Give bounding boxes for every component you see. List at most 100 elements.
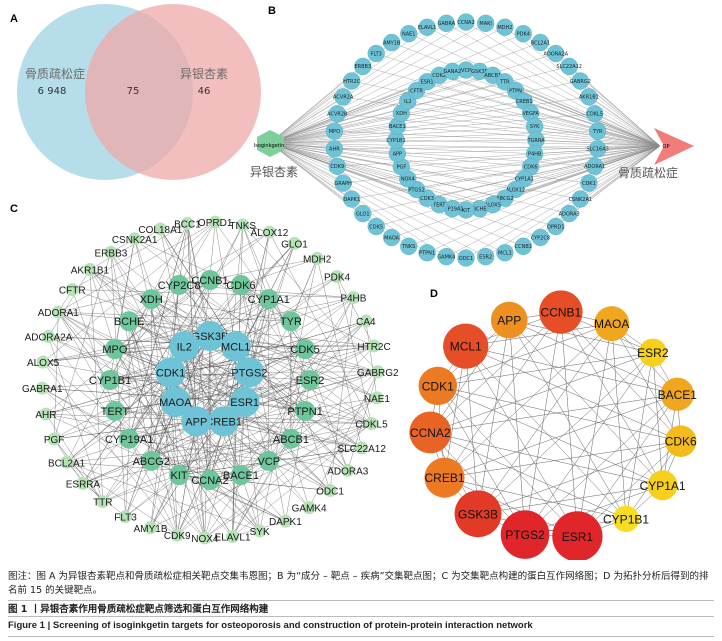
c-edge [89, 228, 161, 270]
b-node-ptpn1 [418, 244, 436, 262]
c-edge [45, 413, 348, 471]
b-node-label: CDK1 [582, 181, 596, 187]
c-node-label: AMY1B [134, 524, 168, 535]
c-node-label: SYK [250, 527, 270, 538]
c-edge [209, 243, 295, 337]
c-edge [249, 372, 348, 471]
c-edge [134, 238, 372, 424]
b-edge [439, 75, 661, 147]
c-node-label: ESR1 [230, 397, 259, 409]
c-node-label: OPRD1 [198, 218, 233, 229]
venn-circle-isoginkgetin [85, 4, 261, 180]
c-node-label: CDKL5 [355, 419, 388, 430]
b-node-label: BCL2A1 [531, 40, 550, 46]
b-edge [588, 96, 661, 147]
c-node-label: CDK6 [226, 280, 255, 292]
b-node-label: TYR [592, 129, 603, 135]
d-edge [509, 319, 678, 395]
d-edge [577, 323, 612, 537]
d-node-label: MAOA [594, 317, 629, 331]
b-node-mdh2 [496, 18, 514, 36]
d-edge [625, 352, 654, 519]
b-node-label: CSNK2A1 [569, 197, 592, 203]
c-node-tert [104, 400, 125, 421]
b-node-nae1 [400, 25, 418, 43]
c-node-abcb1 [280, 428, 301, 449]
b-node-label: CFTR [410, 88, 423, 94]
caption-rule [8, 600, 714, 601]
b-node-label: TERT [432, 202, 446, 208]
c-edge [240, 297, 354, 476]
d-edge [477, 440, 681, 515]
b-node-label: AKR1B1 [579, 95, 599, 101]
d-node-esr2 [638, 338, 667, 367]
b-node-label: ADORA2A [544, 51, 569, 57]
c-edge [114, 298, 269, 350]
panel-b-edges [269, 21, 661, 259]
c-node-ca4 [359, 314, 373, 328]
venn-right-label: 异银杏素 [180, 67, 228, 81]
b-edge [337, 113, 661, 147]
c-node-label: MAOA [159, 397, 192, 409]
b-node-akr1b1 [580, 88, 598, 106]
b-node-label: PDK4 [517, 31, 530, 37]
c-edge [72, 289, 354, 298]
c-node-ahr [39, 407, 53, 421]
c-node-esr2 [300, 370, 320, 390]
c-node-kit [169, 465, 190, 486]
b-node-cdk9 [328, 157, 346, 175]
d-edge [465, 346, 479, 514]
c-edge [179, 397, 378, 476]
c-edge [128, 321, 176, 403]
b-node-cdkl5 [586, 105, 604, 123]
d-edge [444, 394, 678, 478]
d-node-maoa [594, 306, 630, 342]
d-edge [430, 352, 653, 433]
b-edge [408, 145, 661, 247]
c-node-esr1 [229, 387, 260, 417]
c-node-label: MPO [102, 344, 128, 356]
figure-title-zh: 图 1 丨异银杏素作用骨质疏松症靶点筛选和蛋白互作网络构建 [8, 604, 269, 615]
c-node-nox4 [198, 531, 212, 545]
c-node-label: CYP2C8 [158, 280, 201, 292]
b-node-adora3 [560, 204, 578, 223]
c-node-flt3 [119, 510, 133, 524]
b-node-label: GAMK4 [437, 254, 455, 260]
c-edge [209, 279, 292, 322]
c-node-vcp [258, 450, 279, 471]
c-node-maoa [160, 387, 191, 417]
b-edge [427, 27, 661, 147]
c-node-label: CDK5 [290, 344, 319, 356]
b-node-label: DAPK1 [343, 197, 360, 203]
c-edge [58, 311, 269, 462]
c-edge [285, 410, 306, 522]
b-node-label: CCNA2 [457, 20, 474, 26]
d-node-cdk6 [664, 425, 697, 457]
c-node-alox12 [262, 225, 276, 239]
b-node-elavl1 [418, 18, 436, 36]
c-node-ccnb1 [200, 270, 220, 290]
b-node-mcl1 [496, 244, 514, 262]
b-node-gamk4 [437, 248, 455, 266]
c-node-label: AKR1B1 [71, 265, 110, 276]
b-node-label: PTPN [509, 88, 522, 94]
b-node-pdk4 [514, 25, 532, 43]
b-node-label: ADORA1 [584, 164, 605, 170]
c-node-pdk4 [330, 270, 344, 284]
c-node-akr1b1 [83, 262, 97, 276]
b-node-label: PTPN1 [419, 251, 435, 257]
b-node-label: CYP1B1 [386, 138, 405, 144]
c-edge [45, 413, 103, 502]
c-edge [160, 228, 236, 347]
d-edge [444, 311, 562, 478]
c-edge [290, 349, 306, 439]
c-edge [128, 321, 206, 538]
d-node-esr1 [552, 511, 603, 560]
c-node-label: CCNA2 [191, 475, 228, 487]
b-edge [504, 81, 661, 147]
c-node-label: PGF [44, 435, 65, 446]
target-node-label: OP [663, 144, 670, 150]
c-edge [178, 221, 216, 286]
